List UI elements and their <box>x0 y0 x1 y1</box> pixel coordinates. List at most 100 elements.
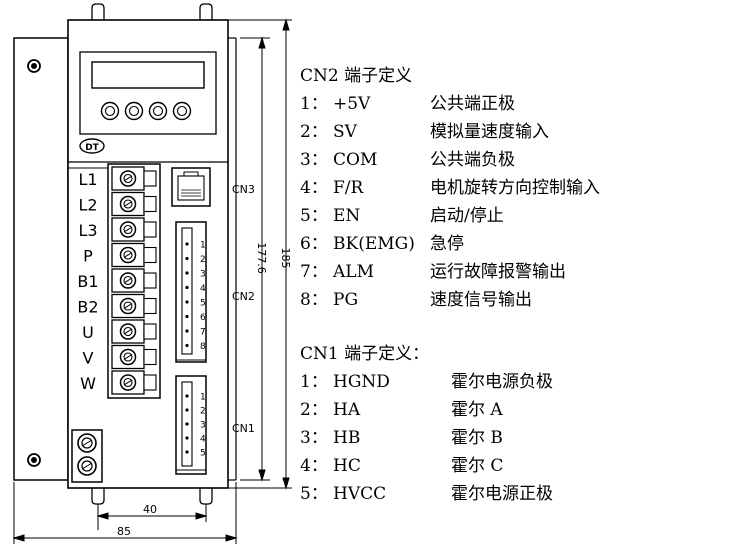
cn1-pin <box>185 394 189 398</box>
cn1-row-num: 5： <box>300 484 328 504</box>
cn2-row-desc: 运行故障报警输出 <box>430 262 566 282</box>
fan-connector <box>71 429 103 483</box>
terminal-label: V <box>83 349 94 368</box>
cn2-pin-number: 7 <box>200 328 206 338</box>
terminal-label: L2 <box>78 196 97 215</box>
cn2-pin <box>185 271 189 275</box>
cn1-row-signal: HGND <box>333 372 390 392</box>
power-terminal <box>111 166 157 191</box>
terminal-label: B1 <box>77 272 98 291</box>
cn2-pin-number: 6 <box>200 313 206 323</box>
cn2-pin <box>185 256 189 261</box>
top-mount-slot-left <box>91 3 105 20</box>
cn1-row-num: 1： <box>300 372 328 392</box>
cn2-row-signal: ALM <box>333 262 374 282</box>
cn2-pin-number: 3 <box>200 270 206 280</box>
power-terminal <box>111 293 157 319</box>
cn2-row-num: 2： <box>300 122 328 142</box>
cn2-row-desc: 公共端正极 <box>430 94 515 114</box>
cn1-row-signal: HA <box>333 400 361 420</box>
cn1-pin <box>185 450 189 454</box>
cn1-row-num: 2： <box>300 400 328 420</box>
cn1-pin-number: 2 <box>200 407 206 417</box>
dimension-width-mount-label: 40 <box>143 503 157 516</box>
top-mount-slot-right <box>199 3 213 20</box>
cn2-row-num: 7： <box>300 262 328 282</box>
cn2-pin-number: 4 <box>200 284 206 294</box>
cn2-pin <box>185 242 189 246</box>
cn2-row-signal: PG <box>333 290 359 310</box>
cn2-pin-number: 1 <box>200 241 206 251</box>
dimension-width-total <box>12 482 238 544</box>
cn3-label: CN3 <box>232 183 255 196</box>
cn2-pin <box>185 285 189 290</box>
cn1-row-signal: HB <box>333 428 361 448</box>
terminal-label: P <box>83 247 93 266</box>
heatsink-plate <box>13 37 69 481</box>
cn2-title: CN2 端子定义 <box>300 66 413 86</box>
cn2-pin-number: 2 <box>200 255 206 265</box>
cn1-pin-number: 1 <box>200 393 206 403</box>
terminal-label: U <box>82 323 94 342</box>
terminal-label: L3 <box>78 221 97 240</box>
power-terminal <box>111 242 157 268</box>
cn2-row-num: 3： <box>300 150 328 170</box>
cn1-row-desc: 霍尔电源正极 <box>451 484 553 504</box>
dimension-height-inner <box>240 36 270 482</box>
brand-logo-text: DT <box>85 143 99 153</box>
dimension-height-outer-label: 185 <box>279 248 292 269</box>
cn2-pin <box>185 329 189 333</box>
cn1-pin-number: 3 <box>200 421 206 431</box>
cn1-row-signal: HVCC <box>333 484 387 504</box>
cn1-pin-number: 5 <box>200 449 206 459</box>
cn2-pin <box>185 314 189 319</box>
cn2-row-signal: EN <box>333 206 361 226</box>
cn1-pin <box>185 408 189 412</box>
cn2-row-num: 1： <box>300 94 328 114</box>
cn2-label: CN2 <box>232 290 255 303</box>
terminal-label: L1 <box>78 170 97 189</box>
cn2-row-num: 6： <box>300 234 328 254</box>
power-terminal <box>111 370 157 395</box>
keypad-buttons <box>100 101 192 121</box>
cn1-row-desc: 霍尔电源负极 <box>451 372 553 392</box>
power-terminal <box>111 191 157 217</box>
cn1-title: CN1 端子定义： <box>300 344 430 364</box>
cn1-row-desc: 霍尔 A <box>451 400 503 420</box>
terminal-label: B2 <box>77 298 98 317</box>
cn2-row-desc: 启动/停止 <box>430 206 504 226</box>
dimension-height-inner-label: 177.6 <box>255 242 268 274</box>
cn2-row-signal: F/R <box>333 178 364 198</box>
cn2-row-num: 8： <box>300 290 328 310</box>
dimension-width-total-label: 85 <box>117 525 131 538</box>
display-window <box>91 61 205 89</box>
cn2-pin-number: 8 <box>200 342 206 352</box>
cn2-row-signal: SV <box>333 122 357 142</box>
bottom-mount-slot-left <box>91 488 105 505</box>
cn1-row-signal: HC <box>333 456 361 476</box>
cn2-row-signal: COM <box>333 150 378 170</box>
dimension-width-mount <box>96 504 208 530</box>
cn2-row-desc: 模拟量速度输入 <box>430 122 549 142</box>
cn2-row-desc: 电机旋转方向控制输入 <box>430 178 600 198</box>
dimension-height-outer <box>228 18 292 490</box>
cn2-pin <box>185 300 189 304</box>
cn2-row-num: 4： <box>300 178 328 198</box>
power-terminal <box>111 319 157 344</box>
cn1-row-num: 4： <box>300 456 328 476</box>
cn1-pin <box>185 422 189 426</box>
cn2-row-desc: 急停 <box>430 234 464 254</box>
power-terminal <box>111 217 157 242</box>
cn2-pin <box>185 343 189 348</box>
cn2-row-signal: +5V <box>333 94 371 114</box>
cn2-row-desc: 公共端负极 <box>430 150 515 170</box>
cn1-row-desc: 霍尔 C <box>451 456 504 476</box>
cn2-row-desc: 速度信号输出 <box>430 290 532 310</box>
cn1-pin <box>185 436 189 440</box>
power-terminal <box>111 268 157 293</box>
cn1-row-desc: 霍尔 B <box>451 428 503 448</box>
cn2-pin-number: 5 <box>200 299 206 309</box>
brand-logo <box>79 138 105 154</box>
cn1-row-num: 3： <box>300 428 328 448</box>
